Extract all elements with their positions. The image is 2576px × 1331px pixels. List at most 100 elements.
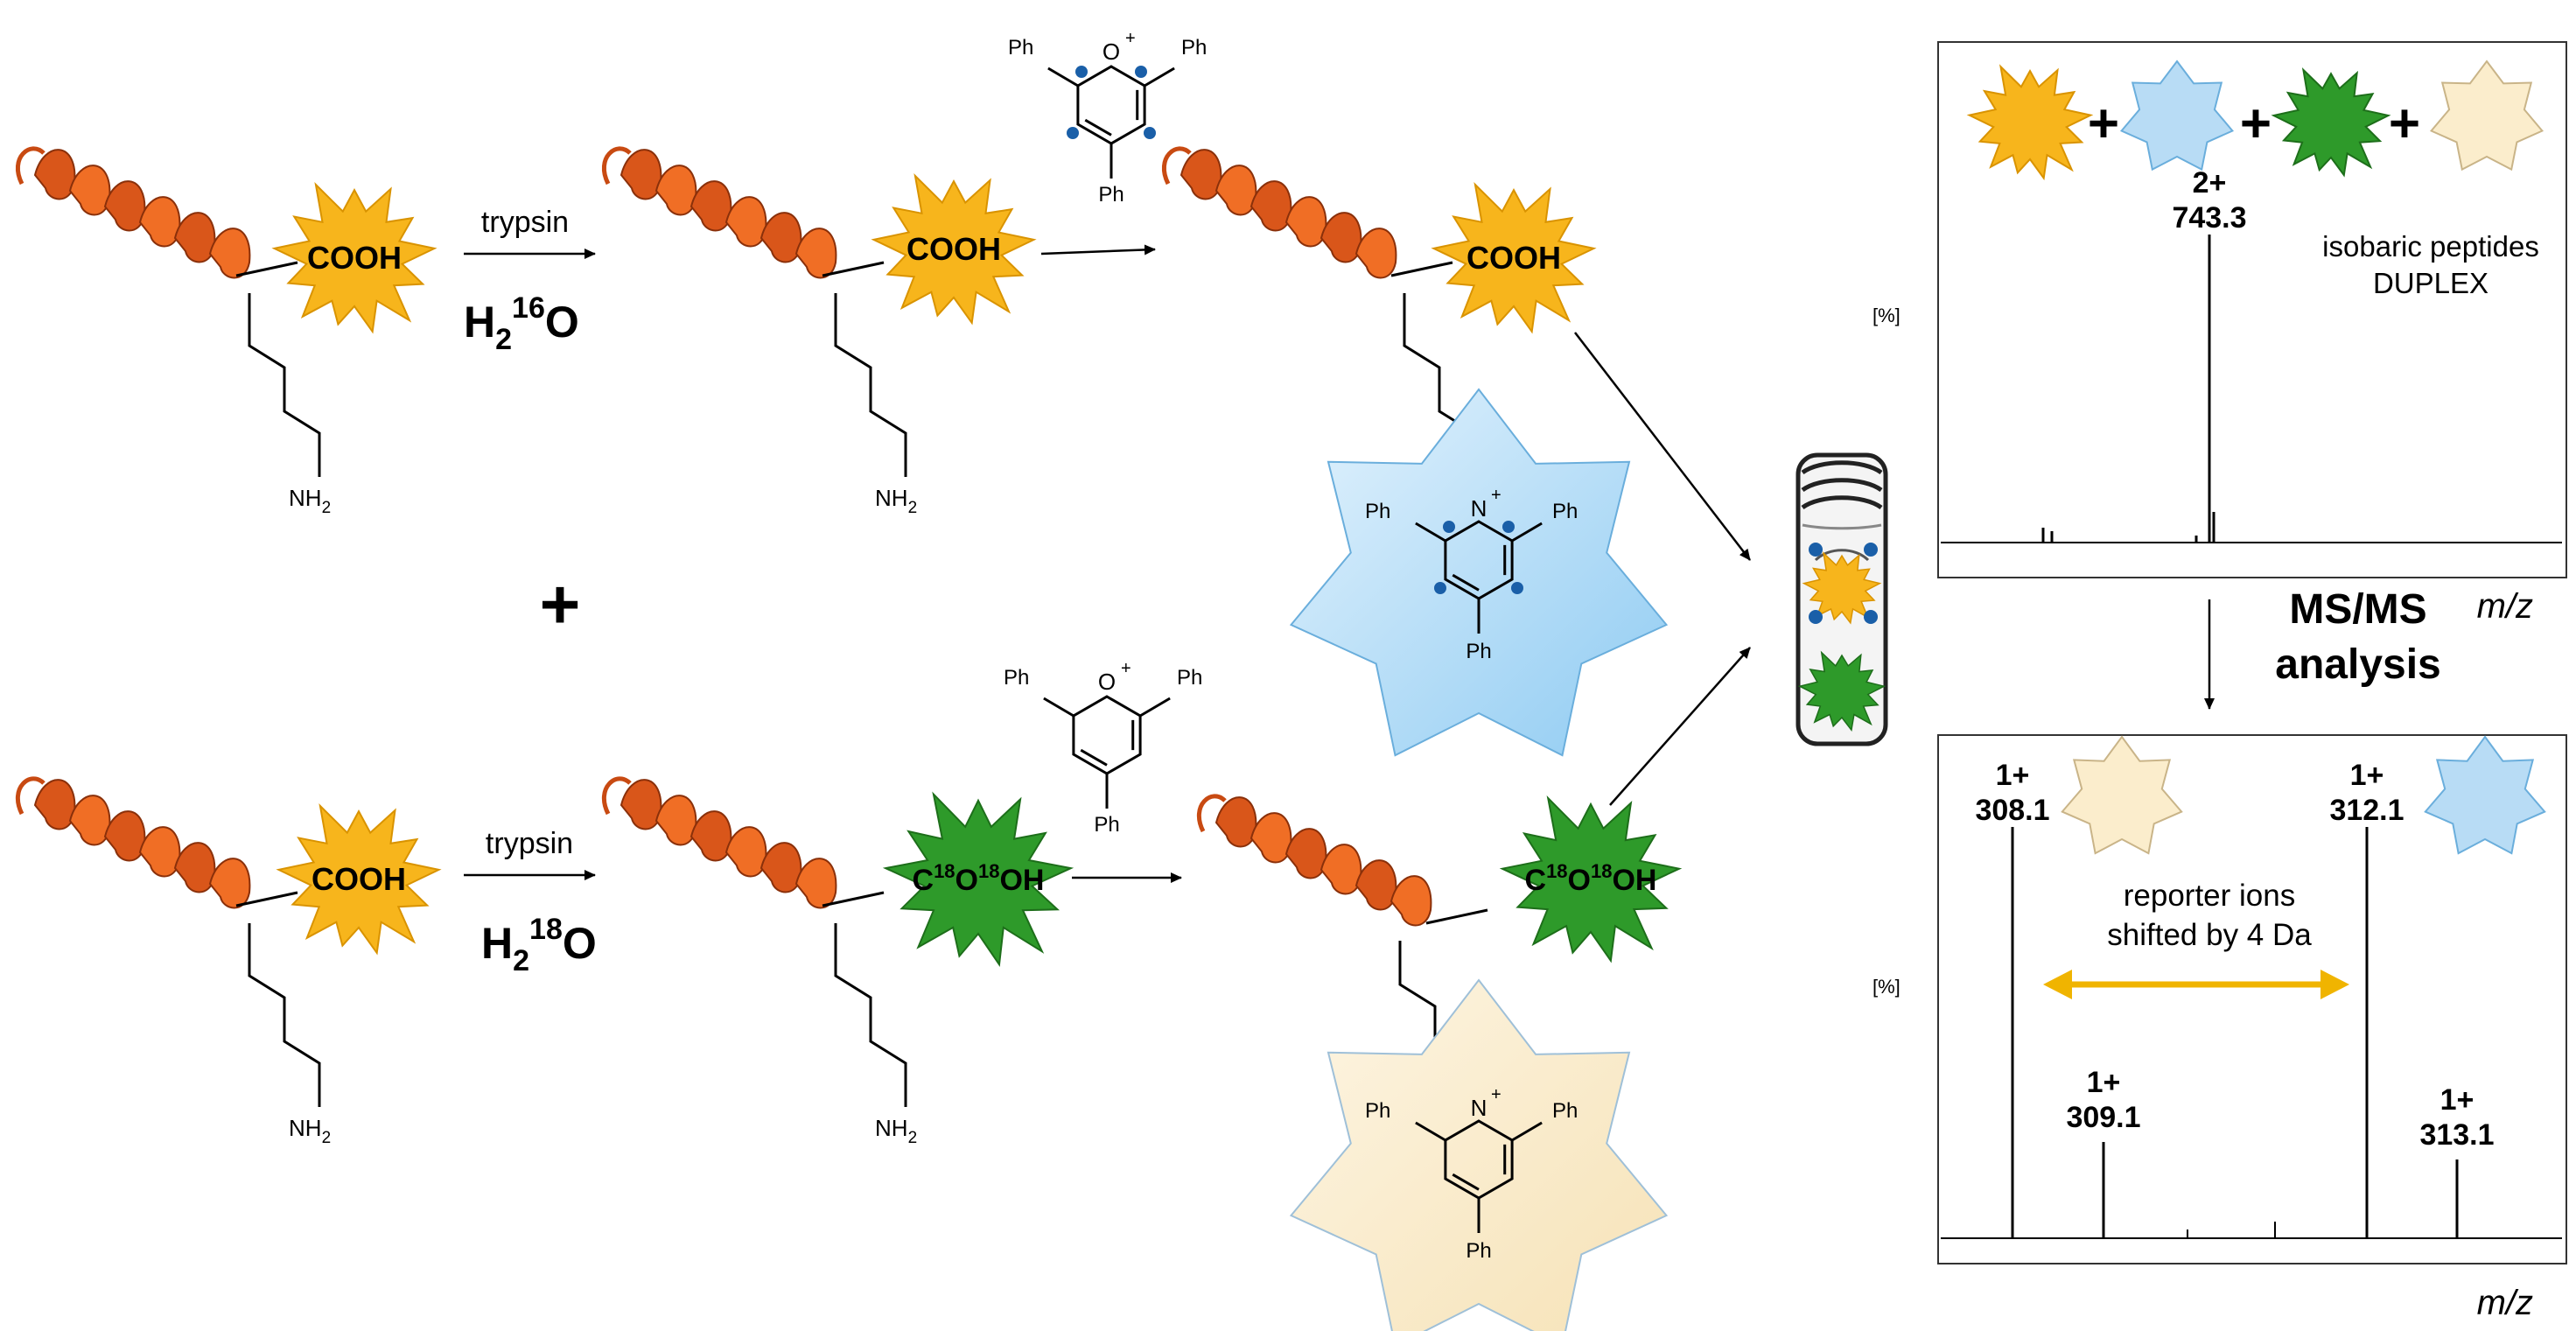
ring-structure [1415,1119,1543,1233]
peptide-bot-3 [1196,794,1432,927]
ylabel-top: [%] [1872,305,1900,326]
svg-text:Ph: Ph [1365,1099,1390,1123]
pyrylium-reagent-bot: O + Ph Ph Ph [1004,659,1202,837]
heavy-star-bot-3: C18O18OH [1499,795,1683,963]
svg-text:+: + [1491,486,1502,505]
svg-text:C18O18OH: C18O18OH [913,860,1045,897]
lysine-chain-bot-1 [248,923,321,1107]
svg-text:+: + [1125,29,1136,48]
plus-sign-middle: + [540,565,581,643]
peak-mz-312: 312.1 [2329,794,2404,827]
svg-text:+: + [2240,94,2272,154]
arrow-to-vial-bot [1609,647,1751,806]
msms-label-2: analysis [2275,641,2440,688]
note-reporter: reporter ions [2124,879,2295,913]
cooh-star-top-2: COOH [871,172,1037,326]
helix-shape [1161,146,1397,279]
peak-mz-309: 309.1 [2066,1101,2140,1134]
xlabel-top: m/z [2477,587,2533,626]
svg-text:N: N [1471,495,1488,522]
lysine-chain-top-2 [834,293,907,477]
peaks-top [2041,235,2216,543]
svg-text:Ph: Ph [1177,666,1202,690]
peak-mz-308: 308.1 [1975,794,2049,827]
peak-mz-313: 313.1 [2419,1118,2494,1152]
svg-text:N: N [1471,1095,1488,1121]
svg-text:Ph: Ph [1365,500,1390,523]
svg-text:Ph: Ph [1181,36,1207,60]
backbone-link [1425,908,1488,925]
svg-text:Ph: Ph [1552,1099,1578,1123]
svg-text:COOH: COOH [312,861,406,897]
svg-text:Ph: Ph [1008,36,1033,60]
pyrylium-reagent-top: O + Ph Ph Ph [1008,29,1207,207]
peak-charge-308: 1+ [1996,759,2030,792]
peptide-bot-2 [601,776,837,909]
sample-vial [1796,452,1888,746]
svg-text:Ph: Ph [1098,183,1124,207]
pyridinium-tag-cream: N + Ph Ph Ph [1289,978,1669,1331]
svg-text:Ph: Ph [1552,500,1578,523]
helix-shape [601,146,837,279]
svg-text:+: + [1121,659,1131,678]
peak-mz-top: 743.3 [2172,201,2246,235]
svg-text:COOH: COOH [1466,240,1561,276]
reagent-trypsin-top: trypsin [481,206,569,239]
helix-shape [1196,794,1432,927]
svg-text:Ph: Ph [1004,666,1029,690]
backbone-link [1390,261,1453,277]
peptide-top-2 [601,146,837,279]
svg-text:COOH: COOH [906,231,1001,267]
peptide-bot-1 [15,776,251,909]
lysine-chain-bot-2 [834,923,907,1107]
spectrum-panel-bottom: 1+ 308.1 1+ 309.1 1+ 312.1 1+ 313.1 repo… [1872,734,2567,1322]
cooh-star-bot-1: COOH [276,802,442,956]
backbone-link [822,891,885,907]
arrow-label-top [1040,244,1156,256]
svg-text:Ph: Ph [1094,813,1119,837]
lysine-chain-top-1 [248,293,321,477]
reagent-trypsin-bot: trypsin [486,827,573,860]
peaks-bottom [2011,827,2459,1238]
ring-structure [1047,65,1175,179]
arrow-to-vial-top [1574,332,1751,561]
helix-shape [15,776,251,909]
svg-text:+: + [1491,1085,1502,1104]
amine-label-top-1: NH2 [289,485,331,517]
svg-text:+: + [2088,94,2119,154]
svg-text:C18O18OH: C18O18OH [1525,860,1657,897]
note-shift: shifted by 4 Da [2107,918,2312,952]
shift-double-arrow [2043,970,2349,999]
label-dots [1067,66,1156,139]
spectrum-panel-top: + + + 2+ 743.3 isobaric peptides DUPLEX … [1872,41,2567,626]
amine-label-top-2: NH2 [875,485,917,517]
svg-text:Ph: Ph [1466,640,1491,663]
water-16-label: H216O [464,291,579,356]
amine-label-bot-1: NH2 [289,1115,331,1147]
ring-structure [1415,520,1543,634]
xlabel-bottom: m/z [2477,1284,2533,1322]
peak-charge-312: 1+ [2350,759,2384,792]
cooh-star-top-3: COOH [1431,181,1597,334]
svg-text:COOH: COOH [307,240,402,276]
svg-text:+: + [2389,94,2420,154]
peak-charge-309: 1+ [2087,1066,2121,1099]
backbone-link [235,891,298,907]
svg-text:O: O [1098,669,1116,695]
ring-structure [1043,695,1171,809]
reaction-arrows [464,244,2215,883]
water-18-label: H218O [481,913,597,977]
helix-shape [15,146,251,279]
svg-text:O: O [1102,39,1120,65]
amine-label-bot-2: NH2 [875,1115,917,1147]
msms-label-1: MS/MS [2289,586,2426,633]
cooh-star-top-1: COOH [271,181,438,334]
peptide-top-1 [15,146,251,279]
pyridinium-tag-blue: N + Ph Ph Ph [1289,388,1669,757]
note-isobaric: isobaric peptides [2322,230,2539,263]
svg-text:Ph: Ph [1466,1239,1491,1263]
note-duplex: DUPLEX [2373,267,2488,299]
peak-charge-313: 1+ [2440,1083,2474,1117]
peptide-top-3 [1161,146,1397,279]
